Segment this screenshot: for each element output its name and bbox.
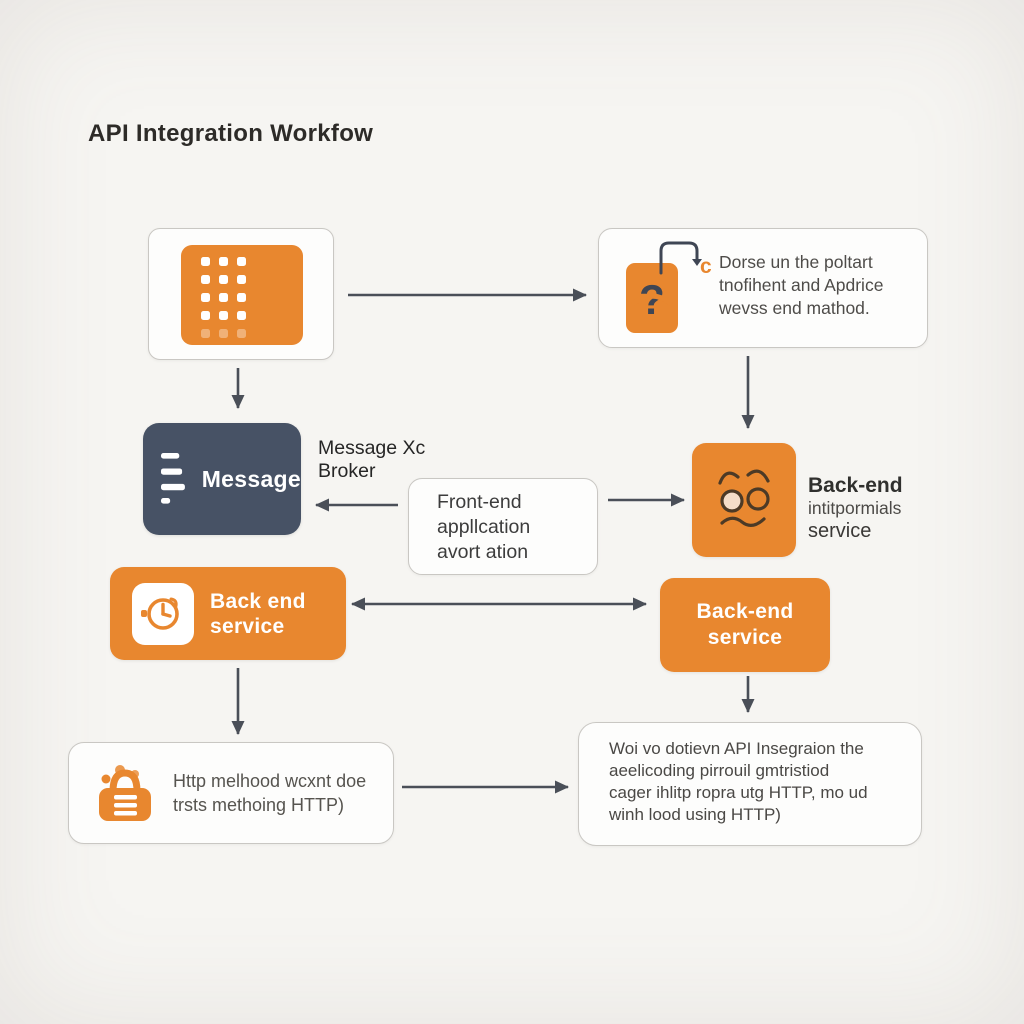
note-line: avort ation: [437, 541, 529, 563]
label-line: Back end: [210, 589, 306, 613]
node-data-grid: [148, 228, 334, 360]
note-line: winh lood using HTTP): [609, 805, 781, 824]
note-line: trsts methoing HTTP): [173, 795, 345, 815]
node-message: Message: [143, 423, 301, 535]
node-backend-service-right: Back-end service: [660, 578, 830, 672]
frontend-text: Front-end appllcation avort ation: [437, 490, 530, 565]
note-line: wevss end mathod.: [719, 298, 870, 318]
backend-api-subtitle: intitpormials: [808, 498, 902, 518]
connector-c-label: c: [700, 255, 712, 278]
connector-wire-icon: [659, 241, 702, 275]
dot-grid-icon: [181, 245, 303, 345]
note-line: tnofihent and Apdrice: [719, 275, 884, 295]
backend-left-label: Back end service: [210, 589, 306, 639]
confused-face-icon: [718, 469, 770, 527]
label-line: Broker: [318, 460, 376, 482]
note-line: aeelicoding pirrouil gmtristiod: [609, 761, 830, 780]
message-broker-label: Message Xc Broker: [318, 437, 425, 483]
bag-list-icon: [99, 765, 151, 821]
note-line: Dorse un the poltart: [719, 252, 873, 272]
question-plug-icon: ?: [626, 263, 678, 333]
note-line: appllcation: [437, 516, 531, 538]
note-line: cager ihlitp ropra utg HTTP, mo ud: [609, 783, 868, 802]
backend-api-subtitle2: service: [808, 520, 872, 542]
node-frontend-application: Front-end appllcation avort ation: [408, 478, 598, 575]
label-line: service: [707, 626, 783, 649]
page-title: API Integration Workfow: [88, 120, 374, 147]
note-line: Http melhood wcxnt doe: [173, 771, 367, 791]
note-line: Front-end: [437, 491, 522, 513]
node-result-note: Woi vo dotievn API Insegraion the aeelic…: [578, 722, 922, 846]
clock-icon: [141, 597, 179, 630]
backend-api-label: Back-end intitpormials service: [808, 474, 903, 543]
list-lines-icon: [161, 452, 185, 504]
clock-badge: [132, 582, 194, 645]
http-note-text: Http melhood wcxnt doe trsts methoing HT…: [173, 769, 366, 817]
node-request-note: ? c Dorse un the poltart tnofihent and A…: [598, 228, 928, 348]
request-note-text: Dorse un the poltart tnofihent and Apdri…: [719, 251, 883, 320]
node-backend-service-left: Back end service: [110, 567, 346, 660]
result-note-text: Woi vo dotievn API Insegraion the aeelic…: [609, 738, 868, 826]
label-line: service: [210, 614, 285, 638]
note-line: Woi vo dotievn API Insegraion the: [609, 739, 864, 758]
question-swirl-accent: [631, 293, 673, 306]
node-http-note: Http melhood wcxnt doe trsts methoing HT…: [68, 742, 394, 844]
node-backend-api: [692, 443, 796, 557]
label-line: Message Xc: [318, 437, 426, 459]
backend-api-title: Back-end: [808, 474, 903, 497]
label-line: Back-end: [696, 600, 794, 623]
message-label: Message: [201, 465, 301, 492]
